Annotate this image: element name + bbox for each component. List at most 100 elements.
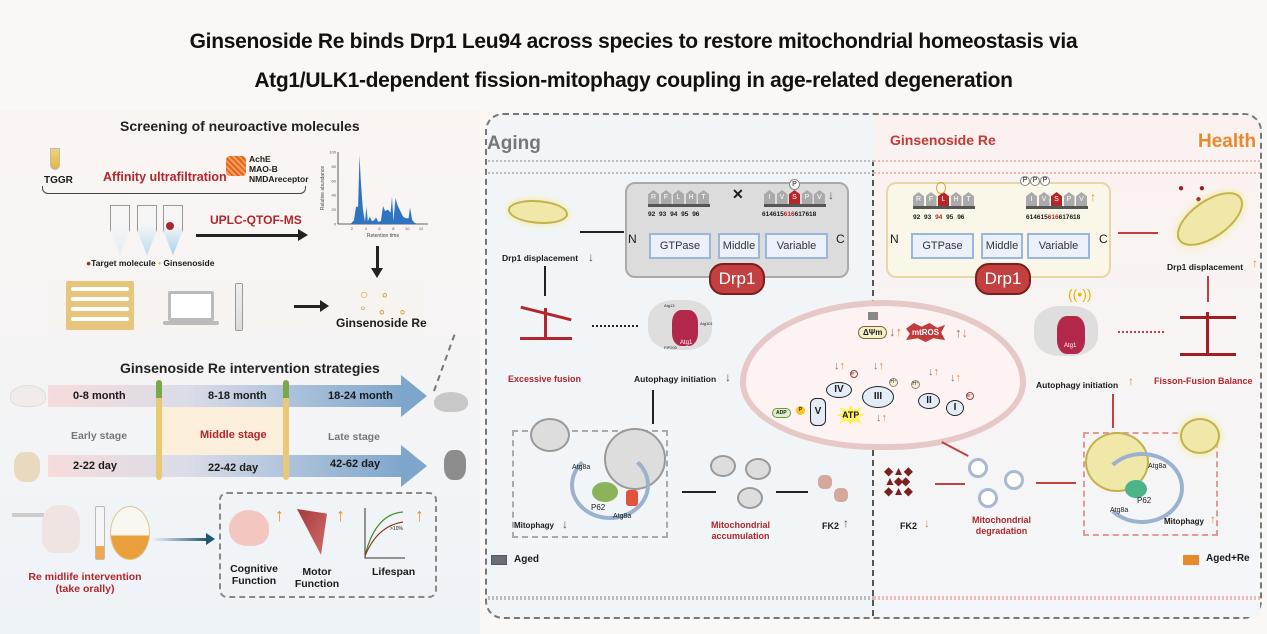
atg1-label: Atg1 [680,340,693,346]
position-96: 96 [692,211,700,218]
fly-stage-2: 22-42 day [208,462,259,474]
x-tick-label: 8 [392,226,395,231]
phospho-icon: P [1030,176,1040,186]
ginsenoside-bound-icon [936,182,946,194]
tube-icon [137,205,157,255]
ginsenoside-re-label: Ginsenoside Re [890,132,996,148]
domain-variable: Variable [765,233,828,259]
route-sub: (take orally) [55,583,115,595]
imbalance-scale-icon [520,305,572,340]
drp1-displacement-aged: Drp1 displacement [502,253,579,263]
aged-legend-label: Aged [514,554,539,565]
tggr-label: TGGR [44,175,73,186]
membrane-potential-badge: ΔΨm [858,326,888,339]
domain-variable: Variable [1027,233,1090,259]
domain-middle: Middle [718,233,760,259]
drp1-badge-aged: Drp1 [709,263,765,295]
fly-timeline-arrow [48,445,427,487]
target-ache: AchE [249,154,271,164]
target-molecule-dot [166,222,174,230]
p62-label: P62 [591,503,606,512]
mitochondrion-icon [530,418,570,452]
position-616: 616 [1047,214,1059,221]
chromatogram-area [350,154,418,224]
n-terminus: N [890,232,899,246]
arrow-head [206,533,215,545]
mitochondrion-large [740,300,1026,450]
down-arrow-icon: ↓ [828,188,834,202]
outcome-label: Cognitive [230,563,278,575]
n-terminus: N [628,232,637,246]
residue-I: I [764,190,775,204]
red-arrow [1036,482,1076,484]
mtros-burst: mtROS [906,323,946,342]
red-arrow [1118,232,1158,234]
title-line-1: Ginsenoside Re binds Drp1 Leu94 across s… [189,30,1078,53]
atg101-label: Atg101 [700,321,713,326]
red-arrow [1112,394,1114,428]
receptor-icon [626,490,638,506]
drp1-displacement-re: Drp1 displacement [1167,262,1244,272]
mitophagy-box-re [1083,432,1218,536]
signal-icon: ((•)) [1068,286,1092,302]
fip200-label: FIP200 [664,345,677,350]
up-arrow-icon: ↑ [1252,256,1258,270]
proton-icon: H⁺ [911,380,920,389]
route-label: Re midlife intervention (take orally) [22,571,148,595]
mitophagy-label-aged: Mitophagy [514,521,554,530]
up-arrow-icon: ↑ [336,505,345,525]
atg1-icon [672,310,698,346]
outcome-box [219,492,437,598]
aged-re-legend-swatch [1183,555,1199,565]
change-arrows: ↓↑ [928,366,939,378]
p62-complex-icon [1125,480,1147,498]
change-arrows: ↓↑ [834,360,845,372]
arrow-to-result [294,305,322,308]
aged-mouse-icon [434,392,468,412]
phospho-icon: P [789,179,800,190]
residue-R: R [913,192,924,206]
change-arrows: ↓↑ [950,372,961,384]
autolysosome-icon [1004,470,1024,490]
residue-P: P [801,190,813,204]
x-axis-label: Retention time [367,233,399,239]
position-95: 95 [681,211,693,218]
tube-icon [163,205,183,255]
positions-right-re: 614615616617618 [1026,214,1080,221]
column-icon [235,283,243,331]
position-614: 614 [1026,214,1037,221]
rat-icon [42,505,80,553]
atg1-icon [1057,316,1085,354]
ginsenoside-dot-icon: • [158,258,164,268]
positions-right-aged: 614615616617618 [762,211,816,218]
mitophagy-box-aged [512,430,668,538]
outcome-label: Function [294,578,340,590]
p62-label: P62 [1137,496,1152,505]
young-fly-icon [14,452,40,482]
position-615: 615 [772,211,784,218]
atg8a-label-2: Atg8a [1110,507,1129,514]
aged-legend-swatch [491,555,507,565]
position-617: 617 [794,211,806,218]
y-tick-label: 60 [332,178,337,183]
block-icon: ✕ [732,186,744,202]
complex-iii: III [862,386,894,408]
y-tick-label: 40 [332,193,337,198]
change-arrows-dpsi: ↓↑ [889,324,902,339]
residue-F: F [925,192,937,206]
bracket [42,186,306,194]
mouse-timeline-arrow [48,375,427,417]
ms-label: UPLC-QTOF-MS [210,213,302,227]
y-tick-label: 20 [332,207,337,212]
residue-H: H [950,192,962,206]
atg8a-label-2: Atg8a [613,513,632,520]
up-arrow-icon: ↑ [275,505,284,525]
figure-title: Ginsenoside Re binds Drp1 Leu94 across s… [0,22,1267,100]
phosphate-badge: P [796,406,805,415]
route-main: Re midlife intervention [28,571,142,583]
aged-re-legend-label: Aged+Re [1206,553,1250,564]
autophagy-initiation-re: Autophagy initiation [1036,380,1119,390]
route-arrow [152,538,208,541]
